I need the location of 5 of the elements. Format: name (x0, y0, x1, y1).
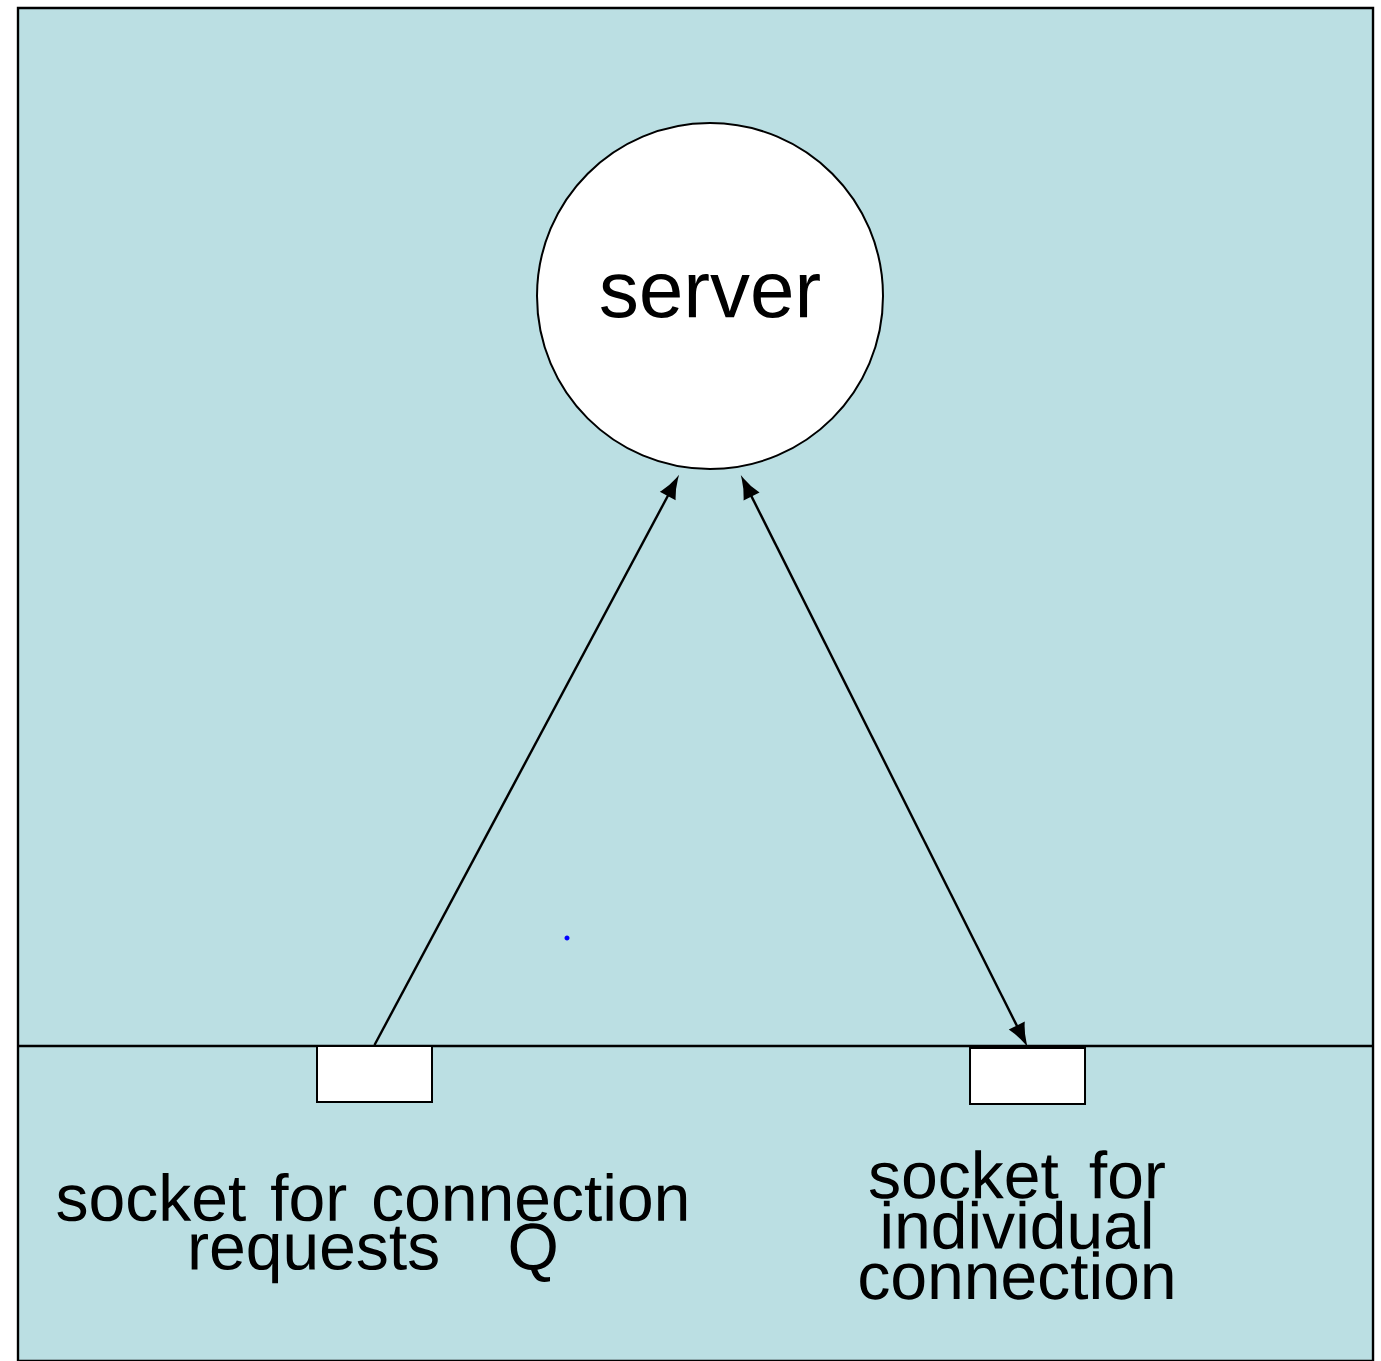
socket-label: socket for connection requests Q (57, 1172, 687, 1284)
socket-box (316, 1045, 433, 1103)
arrow (741, 478, 1027, 1044)
socket-box (969, 1047, 1086, 1105)
socket-label: socket for individual connection (860, 1150, 1173, 1300)
